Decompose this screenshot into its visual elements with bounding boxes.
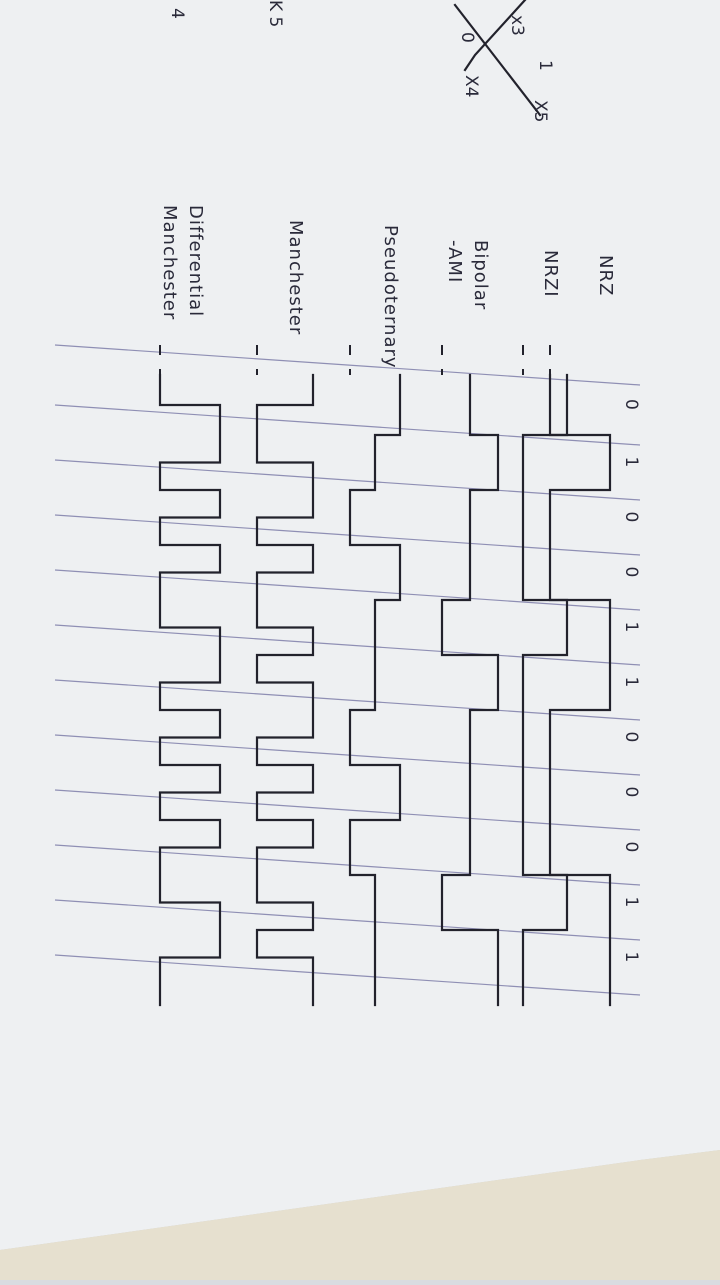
corner-x3: x3 <box>507 15 527 36</box>
ruled-line <box>54 624 641 666</box>
surface-edge <box>0 1150 720 1280</box>
ruled-line <box>54 899 641 941</box>
ruled-line <box>54 569 641 611</box>
paper-sheet <box>0 0 720 1250</box>
ruled-line <box>54 514 641 556</box>
ruled-line <box>54 404 641 446</box>
corner-left-k5: K 5 <box>265 0 285 27</box>
bit-label: 0 <box>621 399 641 410</box>
corner-x4: X4 <box>461 75 481 97</box>
encoding-labels: NRZ NRZI Bipolar-AMI Pseudoternary Mancheste… <box>159 205 616 369</box>
encoding-label: Bipolar-AMI <box>444 240 491 310</box>
ruled-line <box>54 734 641 776</box>
bit-label: 0 <box>621 567 641 578</box>
corner-one: 1 <box>535 60 555 71</box>
bit-label: 1 <box>621 622 641 633</box>
waveform-trace <box>548 373 612 1007</box>
encoding-label: Pseudoternary <box>380 225 401 369</box>
ruled-line <box>54 459 641 501</box>
waveform-trace <box>521 373 569 1007</box>
bit-label: 0 <box>621 732 641 743</box>
corner-left-4: 4 <box>167 8 187 19</box>
ruled-line <box>54 679 641 721</box>
corner-x5: X5 <box>530 100 550 122</box>
ruled-lines <box>54 344 641 996</box>
bit-label: 1 <box>621 897 641 908</box>
corner-notes: x3 1 0 X4 X5 K 5 4 <box>167 0 555 122</box>
waveform-trace <box>255 373 315 1007</box>
waveforms <box>158 345 612 1007</box>
bit-label: 1 <box>621 952 641 963</box>
bit-label: 1 <box>621 677 641 688</box>
bit-label: 0 <box>621 787 641 798</box>
corner-line-b <box>463 0 527 72</box>
encoding-label: Manchester <box>285 220 306 335</box>
encoding-label: DifferentialManchester <box>159 205 206 320</box>
bit-label: 0 <box>621 842 641 853</box>
bit-label: 0 <box>621 512 641 523</box>
ruled-line <box>54 954 641 996</box>
ruled-line <box>54 844 641 886</box>
encoding-label: NRZ <box>595 255 616 296</box>
bit-sequence: 0 1 0 0 1 1 0 0 0 1 1 <box>621 399 641 962</box>
bit-label: 1 <box>621 457 641 468</box>
waveform-trace <box>440 373 500 1007</box>
ruled-line <box>54 789 641 831</box>
waveform-trace <box>158 373 222 1007</box>
encoding-label: NRZI <box>540 250 561 298</box>
ruled-line <box>54 344 641 386</box>
corner-zero: 0 <box>457 32 477 43</box>
corner-line-a <box>453 3 542 117</box>
waveform-trace <box>348 373 402 1007</box>
